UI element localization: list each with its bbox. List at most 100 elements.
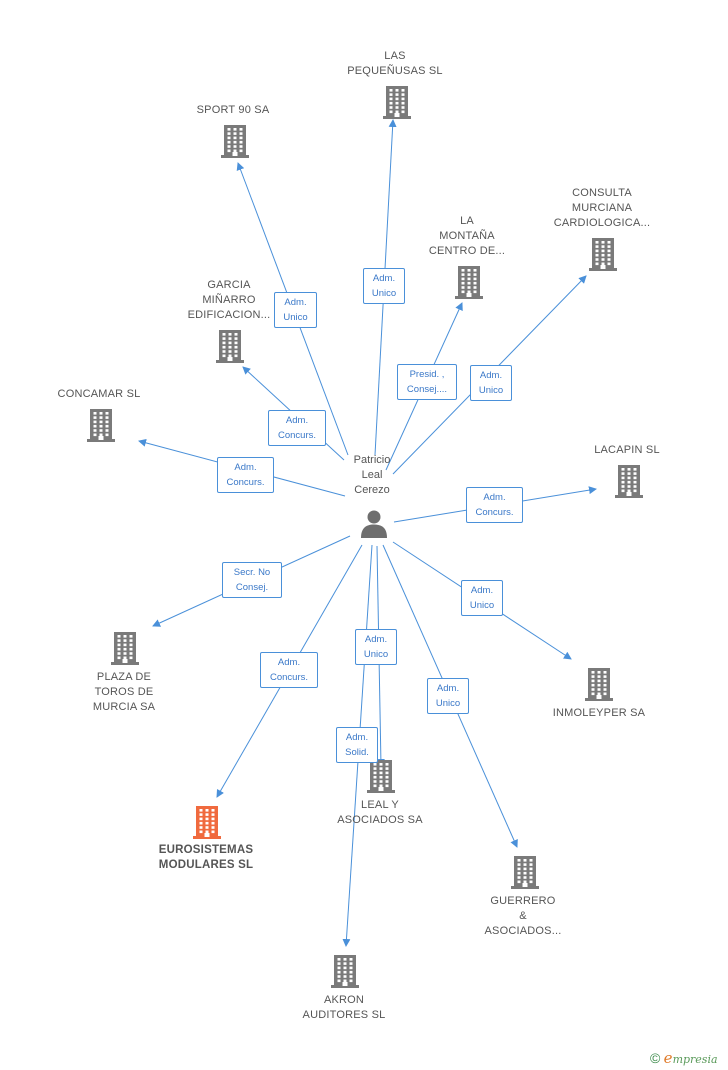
company-label-line: EDIFICACION...	[187, 309, 271, 321]
building-icon[interactable]	[382, 85, 412, 119]
company-label-akron[interactable]: AKRON AUDITORES SL	[264, 993, 424, 1023]
company-label-line: ASOCIADOS SA	[337, 814, 423, 826]
company-label-line: CONCAMAR SL	[57, 388, 141, 400]
company-label-inmoleyper[interactable]: INMOLEYPER SA	[519, 706, 679, 721]
company-label-line: AKRON	[323, 994, 365, 1006]
company-label-line: CONSULTA	[572, 187, 632, 199]
relation-label-line: Unico	[478, 385, 504, 396]
company-label-concamar[interactable]: CONCAMAR SL	[19, 387, 179, 402]
building-icon[interactable]	[584, 667, 614, 701]
building-icon[interactable]	[330, 954, 360, 988]
relation-label-line: Adm.	[285, 415, 309, 426]
company-label-line: MURCIANA	[571, 202, 633, 214]
relation-label-line: Adm.	[436, 683, 460, 694]
building-icon[interactable]	[192, 805, 222, 839]
company-label-line: LACAPIN SL	[594, 444, 660, 456]
relation-label-plaza-toros[interactable]: Secr. No Consej.	[222, 562, 282, 598]
relation-label-consulta-murciana[interactable]: Adm. Unico	[470, 365, 512, 401]
building-icon[interactable]	[614, 464, 644, 498]
relation-label-line: Concurs.	[277, 430, 316, 441]
company-label-line: AUDITORES SL	[302, 1009, 386, 1021]
relation-label-line: Solid.	[345, 747, 369, 758]
company-label-line: INMOLEYPER SA	[552, 707, 646, 719]
relation-label-sport-90[interactable]: Adm. Unico	[274, 292, 317, 328]
building-icon[interactable]	[366, 759, 396, 793]
company-label-leal-asociados[interactable]: LEAL Y ASOCIADOS SA	[300, 798, 460, 828]
company-label-line: &	[519, 910, 527, 922]
relation-label-line: Consej....	[406, 384, 448, 395]
building-icon[interactable]	[110, 631, 140, 665]
relation-label-inmoleyper[interactable]: Adm. Unico	[461, 580, 503, 616]
relation-label-line: Unico	[283, 312, 308, 323]
company-label-line: MURCIA SA	[92, 701, 156, 713]
relation-label-line: Presid. ,	[409, 369, 445, 380]
relation-label-akron[interactable]: Adm. Solid.	[336, 727, 378, 763]
relation-label-line: Concurs.	[226, 477, 265, 488]
relation-label-line: Concurs.	[475, 507, 514, 518]
company-label-guerrero[interactable]: GUERRERO & ASOCIADOS...	[443, 894, 603, 939]
relation-label-line: Consej.	[235, 582, 269, 593]
company-label-garcia-minarro[interactable]: GARCIA MIÑARRO EDIFICACION...	[149, 278, 309, 323]
building-icon[interactable]	[215, 329, 245, 363]
relation-label-lacapin[interactable]: Adm. Concurs.	[466, 487, 523, 523]
building-icon[interactable]	[454, 265, 484, 299]
relation-label-line: Adm.	[364, 634, 388, 645]
building-icon[interactable]	[588, 237, 618, 271]
building-icon[interactable]	[220, 124, 250, 158]
company-label-line: ASOCIADOS...	[484, 925, 562, 937]
relation-label-line: Adm.	[483, 492, 506, 503]
company-label-line: LEAL Y	[361, 799, 399, 811]
building-icon[interactable]	[86, 408, 116, 442]
relation-label-line: Concurs.	[269, 672, 308, 683]
relation-label-garcia-minarro[interactable]: Adm. Concurs.	[268, 410, 326, 446]
company-label-line: MIÑARRO	[202, 294, 256, 306]
company-label-line: PLAZA DE	[96, 671, 152, 683]
company-label-line: GUERRERO	[490, 895, 556, 907]
company-label-las-pequenusas[interactable]: LAS PEQUEÑUSAS SL	[315, 49, 475, 79]
company-label-la-montana[interactable]: LA MONTAÑA CENTRO DE...	[387, 214, 547, 259]
relation-label-line: Adm.	[372, 273, 396, 284]
relation-label-line: Adm.	[479, 370, 503, 381]
relation-label-line: Adm.	[470, 585, 494, 596]
company-label-line: LAS	[384, 50, 406, 62]
company-label-eurosistemas[interactable]: EUROSISTEMAS MODULARES SL	[126, 843, 286, 873]
relation-label-la-montana[interactable]: Presid. , Consej....	[397, 364, 457, 400]
brand-initial: e	[663, 1049, 673, 1067]
person-name[interactable]: Patricio Leal Cerezo	[340, 453, 404, 498]
person-icon[interactable]	[360, 509, 388, 544]
relation-label-line: Unico	[469, 600, 495, 611]
brand-name: mpresia	[672, 1053, 718, 1066]
relation-label-line: Unico	[363, 649, 389, 660]
company-label-line: MONTAÑA	[439, 230, 495, 242]
person-name-line: Cerezo	[354, 484, 390, 496]
relation-label-line: Secr. No	[233, 567, 271, 578]
relation-label-concamar[interactable]: Adm. Concurs.	[217, 457, 274, 493]
relation-label-eurosistemas[interactable]: Adm. Concurs.	[260, 652, 318, 688]
relation-label-las-pequenusas[interactable]: Adm. Unico	[363, 268, 405, 304]
building-icon[interactable]	[510, 855, 540, 889]
company-label-consulta-murciana[interactable]: CONSULTA MURCIANA CARDIOLOGICA...	[522, 186, 682, 231]
company-label-line: CENTRO DE...	[428, 245, 506, 257]
copyright-icon: ©	[650, 1050, 661, 1066]
company-label-sport-90[interactable]: SPORT 90 SA	[153, 103, 313, 118]
company-label-line: GARCIA	[207, 279, 251, 291]
relation-label-line: Adm.	[284, 297, 307, 308]
company-label-line: LA	[460, 215, 474, 227]
company-label-line: PEQUEÑUSAS SL	[347, 65, 443, 77]
brand-footer: © empresia	[650, 1049, 718, 1067]
relation-label-line: Adm.	[234, 462, 257, 473]
relation-label-line: Unico	[371, 288, 397, 299]
relation-label-leal-asociados[interactable]: Adm. Unico	[355, 629, 397, 665]
relation-label-guerrero[interactable]: Adm. Unico	[427, 678, 469, 714]
company-label-line: SPORT 90 SA	[196, 104, 270, 116]
company-label-line: EUROSISTEMAS	[158, 844, 254, 856]
company-label-lacapin[interactable]: LACAPIN SL	[547, 443, 707, 458]
relation-label-line: Unico	[435, 698, 461, 709]
relation-label-line: Adm.	[277, 657, 301, 668]
company-label-line: CARDIOLOGICA...	[553, 217, 651, 229]
person-name-line: Patricio	[353, 454, 391, 466]
relation-label-line: Adm.	[345, 732, 369, 743]
company-label-line: MODULARES SL	[158, 859, 254, 871]
